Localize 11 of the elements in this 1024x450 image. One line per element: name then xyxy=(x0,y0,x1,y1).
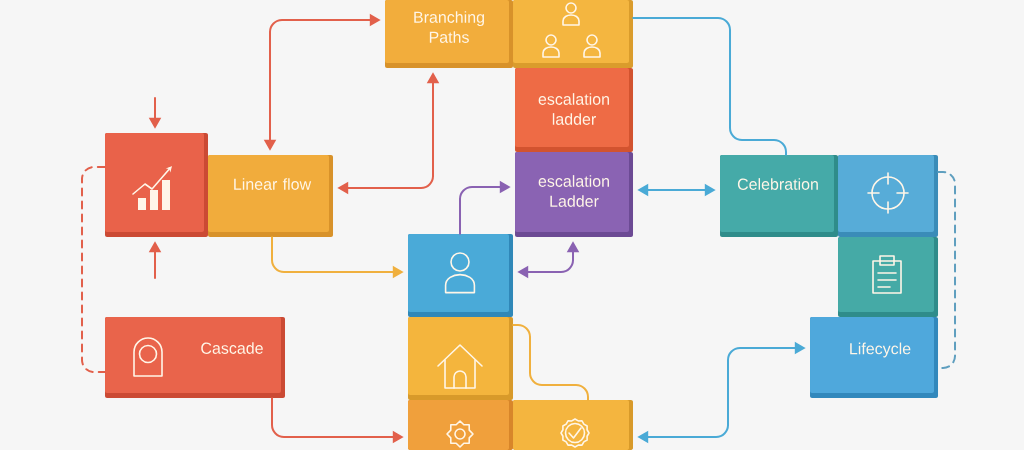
process-box: escalation ladder xyxy=(515,68,633,152)
process-box: Lifecycle xyxy=(810,317,938,398)
process-box: escalation Ladder xyxy=(515,152,633,237)
connector-line xyxy=(632,17,787,156)
process-box: Cascade xyxy=(105,317,285,398)
dashed-line xyxy=(937,171,956,369)
dashed-line xyxy=(81,166,106,373)
process-box: Celebration xyxy=(720,155,838,237)
connector-line xyxy=(512,324,589,401)
process-box: Branching Paths xyxy=(385,0,513,68)
process-box: Linear flow xyxy=(208,155,333,237)
